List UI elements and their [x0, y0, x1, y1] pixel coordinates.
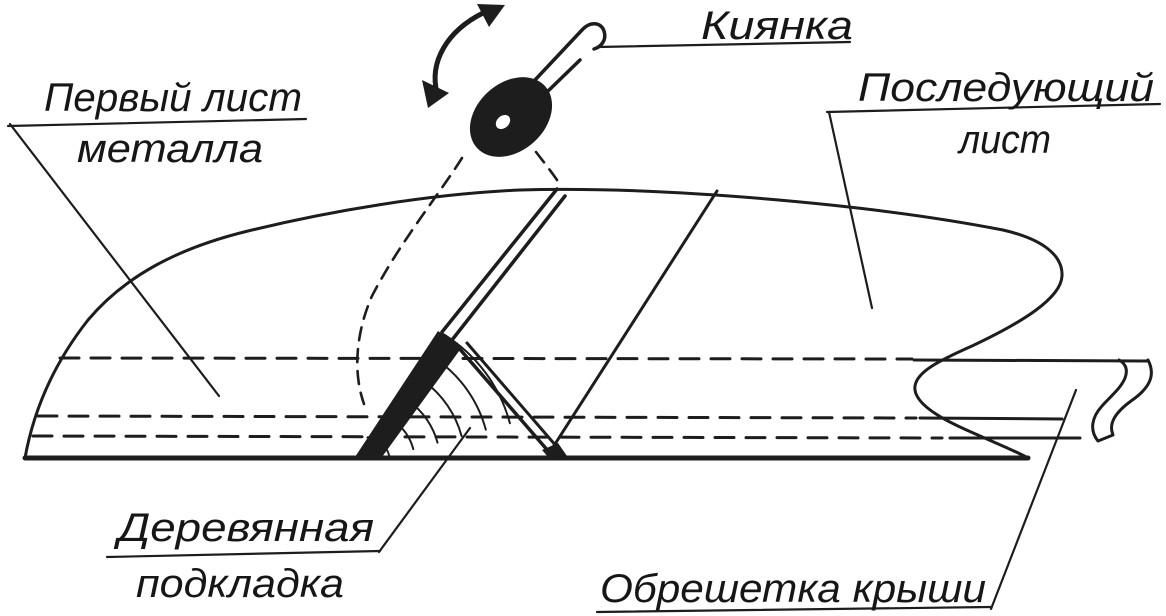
swing-arrow-arc — [432, 10, 486, 96]
swing-arrow-head-top — [477, 4, 505, 27]
seam-standing-edge-right — [450, 194, 567, 342]
next-sheet-underline — [825, 102, 1162, 114]
sheet-wavy-right-edge — [913, 228, 1064, 460]
sheet-layer-lines — [22, 356, 1153, 461]
label-first-sheet-line2: металла — [77, 127, 263, 171]
label-next-sheet-line2: лист — [957, 118, 1051, 162]
mallet-handle-hook — [580, 22, 607, 51]
standing-seam — [355, 187, 567, 458]
next-sheet-fold-line — [546, 189, 719, 457]
seam-foot — [542, 443, 567, 458]
label-mallet: Киянка — [701, 4, 853, 48]
seam-right-leg-inner — [465, 341, 559, 449]
lathing-break-edge — [1091, 358, 1153, 443]
mallet-icon — [469, 22, 607, 157]
trajectory-arc-right — [534, 150, 563, 188]
next-sheet-leader — [827, 110, 874, 310]
hammered-seam-band — [355, 331, 462, 457]
mallet-handle-lower — [544, 58, 582, 95]
metal-sheet-outline — [23, 187, 1064, 460]
mallet-handle-upper — [533, 28, 584, 82]
hidden-fold-line-upper — [58, 356, 914, 361]
label-wood-backing-line1: Деревянная — [113, 506, 374, 550]
swing-arrow-icon — [422, 4, 505, 108]
leader-lines — [6, 40, 1162, 614]
label-first-sheet-line1: Первый лист — [44, 76, 302, 120]
swing-arrow-head-bottom — [422, 80, 449, 108]
hidden-fold-line-lower — [31, 434, 944, 440]
wood-backing-leader — [377, 426, 472, 554]
sheet-dome-arc — [23, 187, 1005, 460]
seam-standing-edge-left — [440, 187, 559, 334]
labels: Киянка Первый лист металла Последующий л… — [44, 4, 1154, 611]
label-wood-backing-line2: подкладка — [136, 562, 344, 606]
mallet-trajectory — [356, 150, 563, 406]
roof-lathing-underline — [595, 605, 993, 614]
mallet-leader-underline — [596, 40, 852, 49]
trajectory-arc-left — [356, 156, 464, 406]
label-next-sheet-line1: Последующий — [858, 66, 1154, 110]
seam-right-leg-outer — [456, 345, 551, 454]
first-sheet-leader — [8, 122, 221, 398]
hidden-fold-line-middle — [36, 414, 918, 420]
label-roof-lathing: Обрешетка крыши — [600, 567, 986, 611]
first-sheet-underline — [6, 117, 308, 128]
roof-lathing-leader — [989, 388, 1078, 611]
lathing-top-edge — [912, 358, 1150, 363]
mallet-head — [469, 77, 553, 157]
mallet-head-highlight — [495, 115, 511, 129]
wood-backing-underline — [105, 549, 382, 559]
